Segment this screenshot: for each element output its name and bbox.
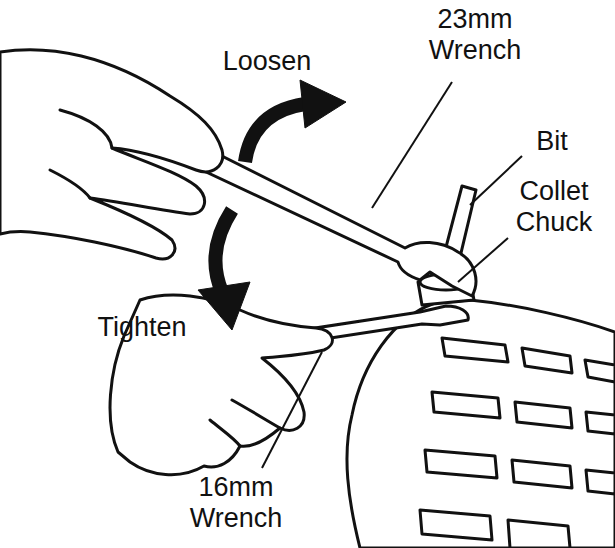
direction-label: Tighten bbox=[86, 312, 198, 343]
tighten-arrowhead bbox=[198, 282, 250, 330]
vent-slot bbox=[442, 338, 508, 362]
loosen-arrowhead bbox=[300, 80, 346, 128]
vent-slot bbox=[585, 360, 615, 382]
leader-line bbox=[458, 238, 508, 282]
part-label: Collet Chuck bbox=[498, 176, 610, 238]
vent-slot bbox=[586, 412, 615, 434]
loosen-arrow bbox=[245, 104, 305, 162]
wrench-label: 16mm Wrench bbox=[156, 472, 316, 534]
leader-line bbox=[372, 82, 452, 208]
vent-slot bbox=[512, 460, 572, 488]
vent-slot bbox=[425, 450, 497, 478]
vent-slots bbox=[420, 338, 615, 548]
finger-crease bbox=[50, 110, 112, 198]
wrench-label: 23mm Wrench bbox=[395, 4, 555, 66]
router-body bbox=[347, 300, 615, 548]
vent-slot bbox=[432, 392, 500, 418]
finger-crease bbox=[210, 400, 280, 446]
part-label: Bit bbox=[522, 126, 582, 157]
upper-hand bbox=[0, 50, 223, 259]
vent-slot bbox=[420, 510, 492, 540]
vent-slot bbox=[508, 520, 570, 548]
leader-line bbox=[262, 352, 322, 468]
tighten-arrow bbox=[215, 210, 232, 292]
vent-slot bbox=[586, 470, 615, 494]
direction-label: Loosen bbox=[212, 46, 322, 77]
vent-slot bbox=[515, 402, 572, 428]
vent-slot bbox=[522, 348, 572, 373]
leader-line bbox=[470, 156, 522, 205]
